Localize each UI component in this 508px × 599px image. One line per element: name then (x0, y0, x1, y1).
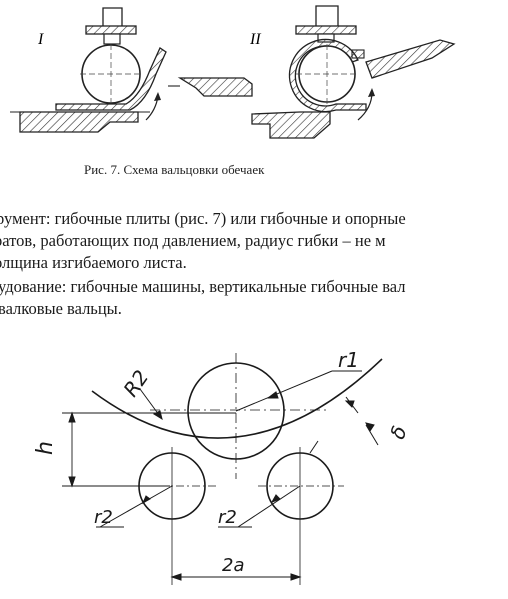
scheme-one-label: I (37, 31, 44, 48)
rolling-scheme-figure: I II (10, 5, 456, 139)
text-line-2: ратов, работающих под давлением, радиус … (0, 231, 386, 250)
label-r1: r1 (338, 349, 359, 372)
text-line-5: валковые вальцы. (0, 299, 122, 318)
label-2a: 2a (222, 555, 244, 576)
label-h: h (33, 441, 58, 455)
three-roll-scheme-figure: r1 R2 δ h r2 r2 2a (33, 349, 412, 585)
label-r2-right: r2 (218, 507, 237, 528)
scheme-two-label: II (249, 31, 261, 48)
label-r2-left: r2 (94, 507, 113, 528)
scheme-one: I (10, 7, 253, 133)
sheet-arc (91, 358, 383, 439)
top-roll (187, 362, 285, 460)
text-line-4: удование: гибочные машины, вертикальные … (0, 277, 406, 296)
figure-caption: Рис. 7. Схема вальцовки обечаек (84, 162, 265, 177)
text-line-1: румент: гибочные плиты (рис. 7) или гибо… (0, 209, 406, 228)
scheme-two: II (249, 5, 456, 139)
label-R2: R2 (118, 366, 153, 402)
label-delta: δ (385, 423, 412, 443)
text-line-3: олщина изгибаемого листа. (0, 253, 187, 272)
